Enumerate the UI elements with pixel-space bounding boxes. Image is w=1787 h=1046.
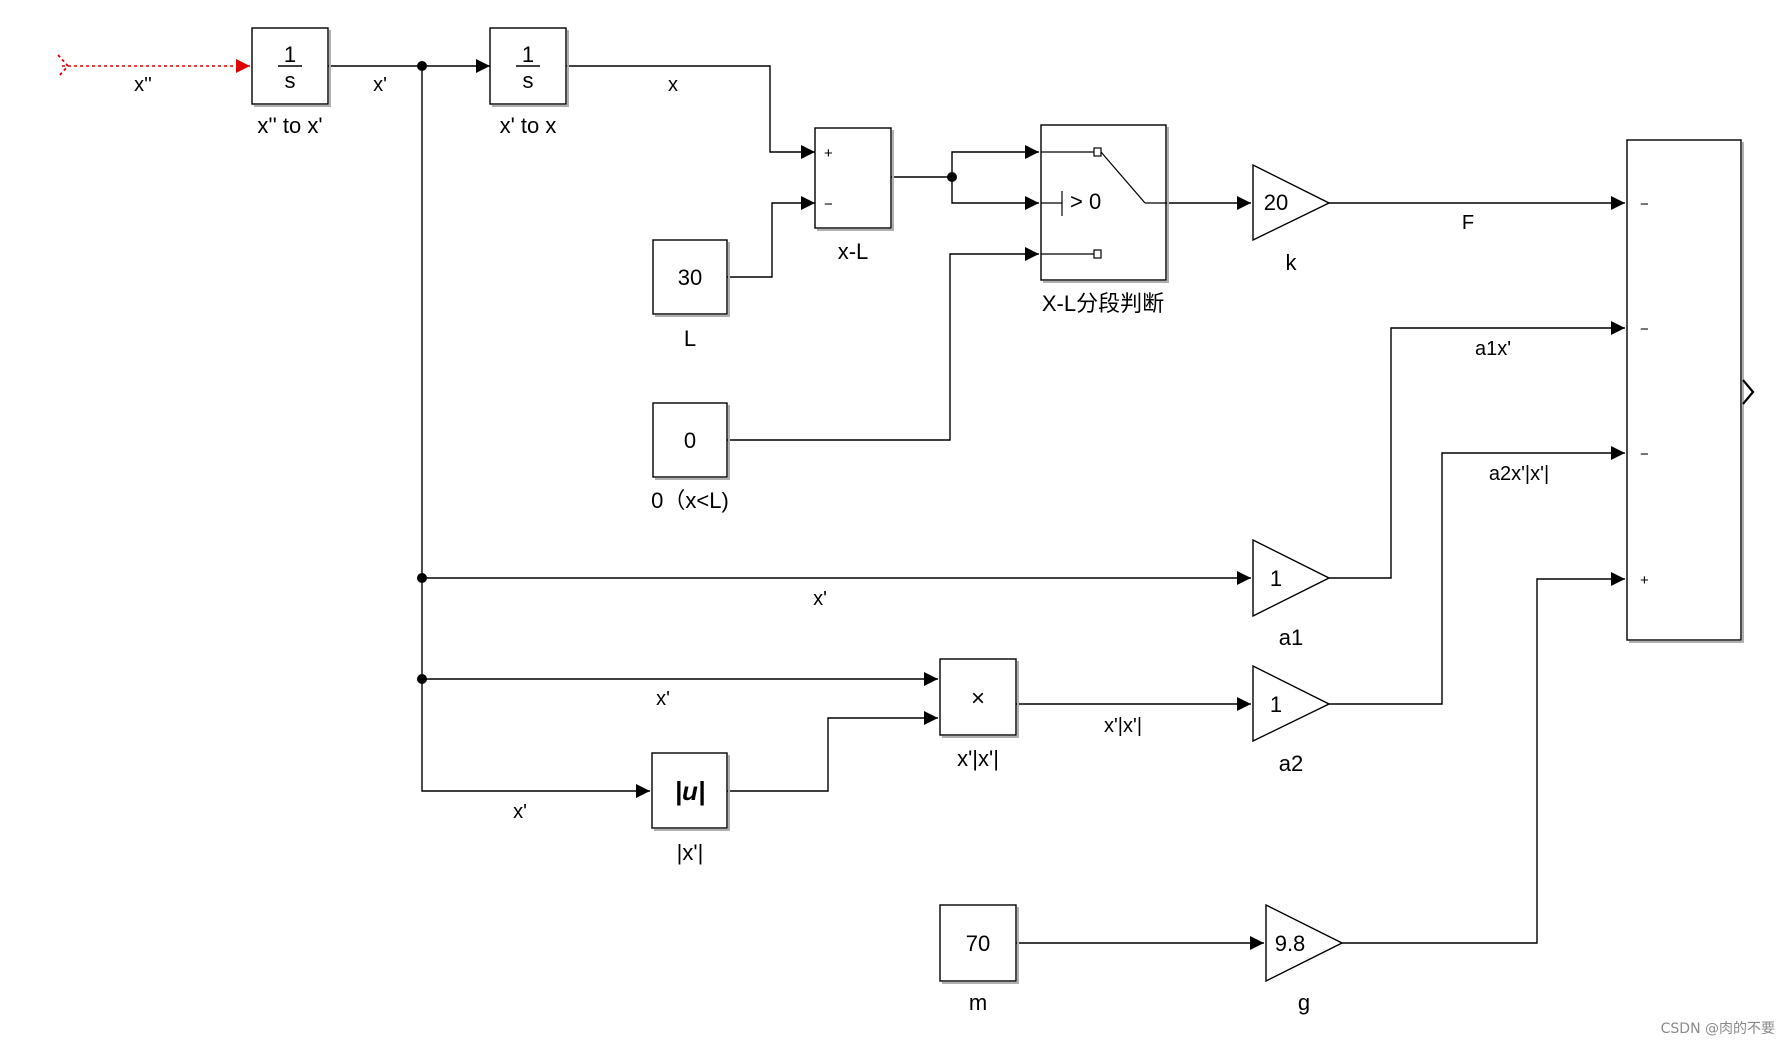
product-block[interactable]: [939, 658, 1017, 736]
signal-label-xd1: x': [373, 74, 387, 96]
signal-line-abs-out[interactable]: [727, 711, 938, 792]
sum-xl-minus: −: [824, 196, 833, 213]
int1-num: 1: [284, 42, 296, 67]
int2-den: s: [523, 68, 534, 93]
signal-label-x: x: [668, 74, 678, 96]
signal-label-xabs: x'|x'|: [1104, 715, 1142, 737]
constant-block-m[interactable]: [939, 904, 1017, 982]
const-m-value: 70: [966, 931, 990, 956]
signal-line-L[interactable]: [727, 196, 815, 278]
switch-criterion: > 0: [1070, 189, 1101, 214]
gain-block-g[interactable]: [1265, 903, 1344, 983]
signal-line-xd-trunk[interactable]: [421, 66, 650, 798]
product-label: x'|x'|: [957, 746, 999, 771]
sum-main-sign-1: −: [1640, 196, 1649, 213]
constant-block-zero[interactable]: [652, 402, 728, 478]
signal-line-x[interactable]: [565, 65, 815, 159]
signal-line-mg[interactable]: [1342, 572, 1625, 944]
gain-a2-value: 1: [1270, 692, 1282, 717]
integrator-block-1[interactable]: [251, 27, 329, 105]
abs-symbol: |u|: [675, 776, 705, 806]
signal-line-a1x[interactable]: [1329, 321, 1625, 579]
const-L-label: L: [684, 326, 696, 351]
signal-label-in: x'': [134, 74, 152, 96]
signal-line-zero[interactable]: [727, 247, 1039, 441]
branch-point: [417, 61, 427, 71]
const-m-label: m: [969, 990, 987, 1015]
watermark: CSDN @肉的不要: [1660, 1021, 1775, 1037]
signal-label-xd4: x': [513, 801, 527, 823]
gain-g-value: 9.8: [1275, 931, 1306, 956]
int1-label: x'' to x': [257, 113, 322, 138]
signal-label-a2x: a2x'|x'|: [1489, 463, 1549, 485]
sum-main-sign-3: −: [1640, 446, 1649, 463]
signal-label-xd3: x': [656, 688, 670, 710]
abs-block[interactable]: [651, 752, 728, 829]
open-input-port-icon: [57, 54, 70, 78]
gain-a2-label: a2: [1279, 751, 1303, 776]
integrator-block-2[interactable]: [489, 27, 567, 105]
gain-a1-label: a1: [1279, 625, 1303, 650]
product-symbol: ×: [971, 685, 985, 712]
sum-xl-label: x-L: [838, 239, 869, 264]
signal-line-xl-1[interactable]: [890, 145, 1039, 178]
gain-block-a1[interactable]: [1252, 538, 1331, 618]
signal-line-xl-2[interactable]: [951, 177, 1039, 210]
sum-main-sign-2: −: [1640, 321, 1649, 338]
switch-internal-icon: [1041, 147, 1166, 259]
branch-point: [947, 172, 957, 182]
signal-line-a2x[interactable]: [1329, 446, 1625, 705]
gain-block-k[interactable]: [1252, 163, 1331, 242]
branch-point: [417, 674, 427, 684]
gain-a1-value: 1: [1270, 566, 1282, 591]
branch-point: [417, 573, 427, 583]
gain-g-label: g: [1298, 990, 1310, 1015]
signal-label-a1x: a1x': [1475, 338, 1511, 360]
gain-k-value: 20: [1264, 190, 1288, 215]
gain-block-a2[interactable]: [1252, 664, 1331, 743]
constant-block-L[interactable]: [652, 239, 728, 315]
const-0-label: 0（x<L): [651, 488, 729, 513]
signal-label-F: F: [1462, 212, 1474, 234]
int2-num: 1: [522, 42, 534, 67]
sum-xl-plus: +: [824, 145, 833, 162]
const-L-value: 30: [678, 265, 702, 290]
signal-label-xd2: x': [813, 588, 827, 610]
const-0-value: 0: [684, 428, 696, 453]
sum-output-port-icon: [1742, 379, 1755, 405]
int2-label: x' to x: [500, 113, 557, 138]
abs-label: |x'|: [677, 840, 704, 865]
sum-block-main[interactable]: [1626, 139, 1742, 641]
gain-k-label: k: [1286, 250, 1298, 275]
int1-den: s: [285, 68, 296, 93]
sum-block-xl[interactable]: [814, 127, 892, 229]
switch-label: X-L分段判断: [1042, 291, 1164, 316]
sum-main-sign-4: +: [1640, 572, 1649, 589]
